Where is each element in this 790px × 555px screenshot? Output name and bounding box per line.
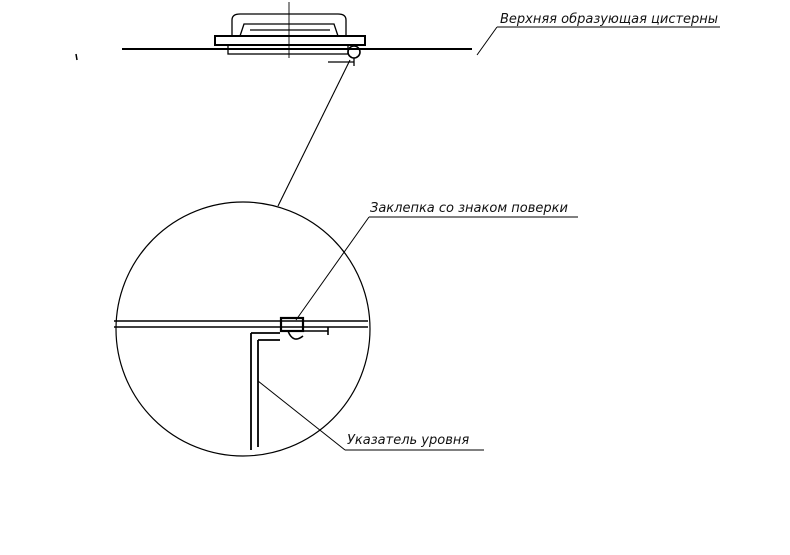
detail-circle bbox=[115, 201, 371, 457]
stray-mark bbox=[75, 53, 78, 61]
rivet-body bbox=[287, 330, 304, 340]
detail-connector bbox=[277, 59, 351, 207]
callout-rivet-label: Заклепка со знаком поверки bbox=[370, 201, 568, 216]
hinge-rivet bbox=[347, 45, 361, 59]
rivet-head bbox=[279, 316, 305, 333]
callout-tank-top: Верхняя образующая цистерны bbox=[476, 12, 720, 56]
callout-tank-top-label: Верхняя образующая цистерны bbox=[500, 12, 718, 27]
hatch-assembly bbox=[122, 2, 472, 66]
callout-level-indicator-label: Указатель уровня bbox=[347, 433, 469, 448]
callout-rivet: Заклепка со знаком поверки bbox=[295, 201, 578, 321]
hatch-flange bbox=[214, 35, 366, 46]
detail-view bbox=[114, 201, 371, 457]
callout-level-indicator: Указатель уровня bbox=[257, 380, 484, 451]
